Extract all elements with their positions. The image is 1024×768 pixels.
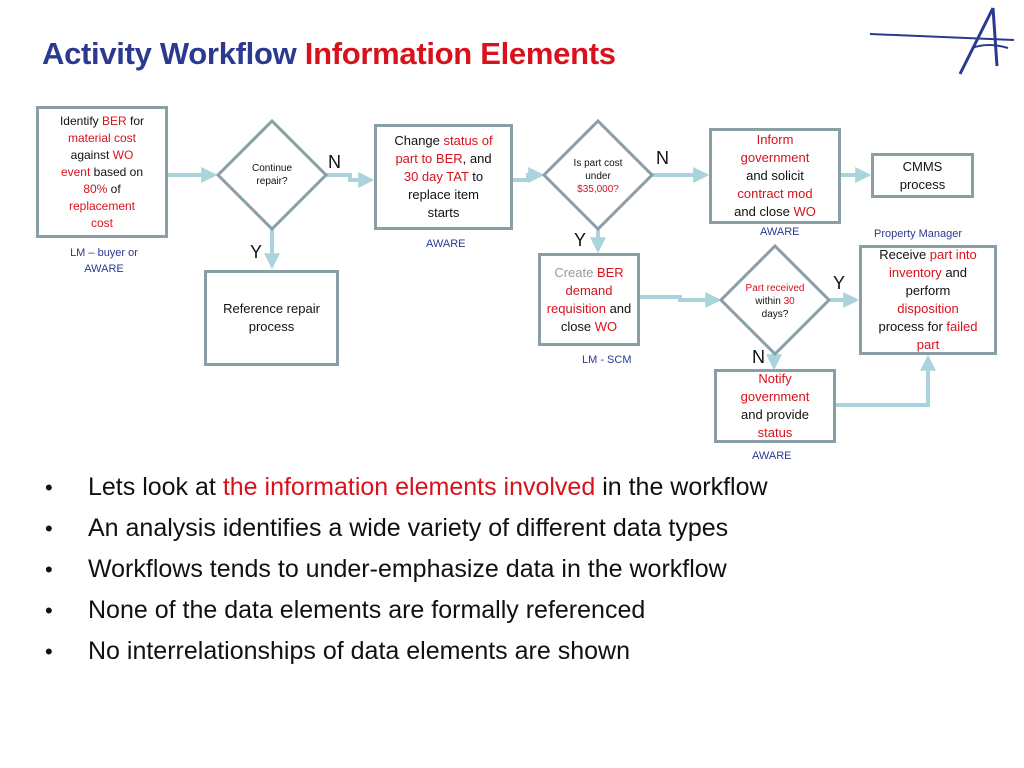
- part-received-diamond: [718, 243, 832, 357]
- label-n-cost: N: [656, 148, 669, 168]
- continue-repair-label: Continue repair?: [251, 163, 293, 187]
- label-y-received: Y: [833, 273, 846, 293]
- change-status-box: Change status of part to BER, and 30 day…: [374, 124, 513, 230]
- reference-repair-box: Reference repair process: [204, 270, 339, 366]
- lm-buyer-note: LM – buyer or AWARE: [70, 247, 138, 275]
- bullet-item: None of the data elements are formally r…: [42, 590, 768, 631]
- bullet-item: Lets look at the information elements in…: [42, 467, 768, 508]
- arrow-create-to-received: [640, 292, 722, 308]
- continue-repair-diamond: [215, 118, 329, 232]
- title-part-2: Information Elements: [304, 36, 616, 71]
- bullet-item: An analysis identifies a wide variety of…: [42, 508, 768, 549]
- notify-government-box: Notify government and provide status: [714, 369, 836, 443]
- cmms-process-box: CMMS process: [871, 153, 974, 198]
- is-part-cost-label: Is part cost under $35,000?: [573, 157, 623, 195]
- label-y-cost: Y: [574, 230, 587, 250]
- part-received-label: Part received within 30 days?: [745, 282, 805, 320]
- arrow-notify-to-receive: [836, 354, 936, 407]
- bullet-list: Lets look at the information elements in…: [42, 467, 768, 672]
- aware-note-inform: AWARE: [760, 226, 800, 238]
- bullet-item: Workflows tends to under-emphasize data …: [42, 549, 768, 590]
- slide-title: Activity Workflow Information Elements: [42, 36, 616, 72]
- arrow-continue-to-change: [326, 172, 375, 188]
- is-part-cost-diamond: [541, 118, 655, 232]
- label-n-received: N: [752, 347, 765, 367]
- label-y-continue: Y: [250, 242, 263, 262]
- receive-part-box: Receive part into inventory and perform …: [859, 245, 997, 355]
- aware-note-notify: AWARE: [752, 450, 792, 462]
- arrow-change-to-cost: [513, 167, 545, 183]
- create-ber-box: Create BER demand requisition and close …: [538, 253, 640, 346]
- bullet-item: No interrelationships of data elements a…: [42, 631, 768, 672]
- identify-ber-box: Identify BER for material cost against W…: [36, 106, 168, 238]
- lm-scm-note: LM - SCM: [582, 354, 632, 366]
- inform-government-box: Inform government and solicit contract m…: [709, 128, 841, 224]
- title-part-1: Activity Workflow: [42, 36, 297, 71]
- aware-note-change: AWARE: [426, 238, 466, 250]
- label-n-continue: N: [328, 152, 341, 172]
- property-manager-note: Property Manager: [874, 228, 963, 240]
- star-logo-icon: [869, 7, 1015, 75]
